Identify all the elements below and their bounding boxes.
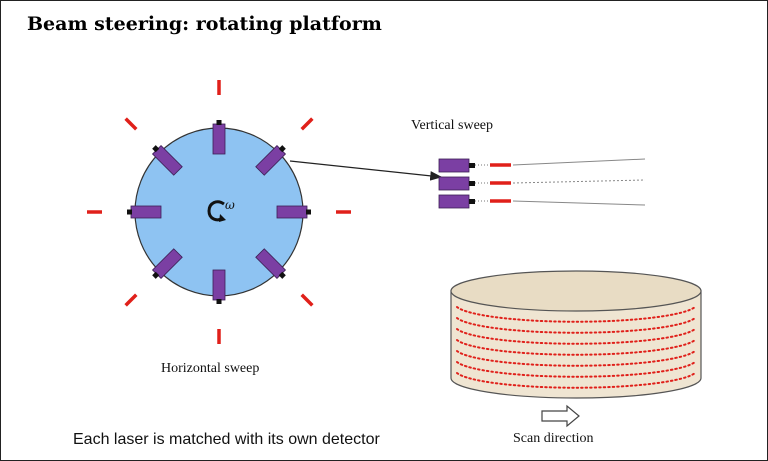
laser-tip — [127, 209, 132, 215]
laser-tip — [469, 181, 475, 186]
laser-body — [438, 176, 470, 191]
laser-beam — [124, 117, 138, 131]
platform-laser — [212, 120, 226, 155]
horizontal-sweep-label: Horizontal sweep — [161, 361, 260, 376]
scan-line — [456, 372, 696, 389]
vertical-sweep-label: Vertical sweep — [411, 118, 494, 133]
laser-tip — [306, 209, 311, 215]
platform-laser — [151, 144, 183, 176]
connector-arrow — [289, 160, 443, 181]
laser-beam — [300, 117, 314, 131]
laser-body — [130, 205, 162, 219]
platform-laser — [127, 205, 162, 219]
rotation-arrowhead — [219, 214, 226, 222]
platform-laser — [212, 269, 226, 304]
laser-tip — [216, 299, 222, 304]
scan-line — [456, 339, 696, 356]
platform-laser — [276, 205, 311, 219]
platform-lasers — [127, 120, 311, 304]
beam-dash — [300, 293, 314, 307]
beam-dash — [124, 117, 138, 131]
laser-tip — [152, 145, 160, 153]
laser-beam — [124, 293, 138, 307]
vertical-laser-stack — [438, 158, 646, 209]
beam-ray — [512, 179, 646, 184]
scan-line — [456, 317, 696, 334]
rotation-arrow-icon — [207, 200, 225, 222]
laser-body — [212, 123, 226, 155]
scan-direction-label: Scan direction — [513, 431, 594, 446]
beam-dash — [124, 293, 138, 307]
vertical-laser — [438, 194, 646, 209]
laser-beam — [300, 293, 314, 307]
laser-tip — [216, 120, 222, 125]
scan-line — [456, 350, 696, 367]
cylinder-body — [450, 290, 702, 399]
beam-dash — [300, 117, 314, 131]
detector-note: Each laser is matched with its own detec… — [73, 431, 380, 448]
scan-cylinder — [450, 270, 702, 399]
vertical-laser — [438, 158, 646, 173]
omega-symbol: ω — [225, 198, 235, 212]
laser-tip — [469, 199, 475, 204]
scan-line — [456, 328, 696, 345]
slide-title: Beam steering: rotating platform — [27, 13, 382, 35]
laser-body — [276, 205, 308, 219]
cylinder-top — [450, 270, 702, 312]
right-arrow-icon — [541, 404, 580, 428]
scan-line — [456, 361, 696, 378]
rotating-platform — [87, 80, 351, 344]
beam-ray — [512, 158, 646, 166]
laser-body — [212, 269, 226, 301]
scan-line — [456, 306, 696, 323]
laser-body — [438, 194, 470, 209]
laser-tip — [469, 163, 475, 168]
beam-ray — [512, 200, 646, 206]
laser-body — [438, 158, 470, 173]
vertical-laser — [438, 176, 646, 191]
horizontal-beams — [87, 80, 351, 344]
scan-lines — [456, 306, 696, 389]
